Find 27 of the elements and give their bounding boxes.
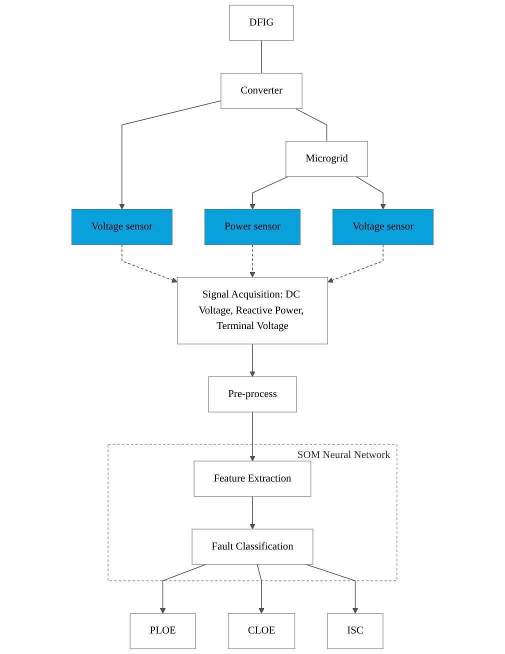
arrow bbox=[250, 176, 289, 210]
node-box: Voltage sensor bbox=[332, 208, 434, 245]
node-box: ISC bbox=[327, 613, 384, 650]
arrow bbox=[327, 244, 384, 283]
arrow bbox=[250, 412, 256, 462]
node-box: DFIG bbox=[229, 4, 294, 41]
node-box: Voltage sensor bbox=[71, 208, 172, 245]
connector bbox=[261, 40, 262, 74]
arrow bbox=[305, 564, 358, 614]
arrow bbox=[122, 244, 178, 283]
arrow bbox=[160, 564, 206, 614]
arrow bbox=[250, 244, 256, 278]
node-box: Microgrid bbox=[286, 140, 368, 177]
arrow bbox=[256, 564, 264, 614]
arrow bbox=[250, 344, 256, 377]
arrow bbox=[356, 176, 386, 210]
node-box: Feature Extraction bbox=[194, 460, 312, 497]
node-box: PLOE bbox=[130, 613, 196, 650]
arrow bbox=[119, 100, 222, 210]
node-box: Converter bbox=[220, 72, 302, 109]
connector bbox=[295, 108, 328, 142]
node-box: Power sensor bbox=[204, 208, 300, 245]
node-box: Signal Acquisition: DC Voltage, Reactive Power, Terminal Voltage bbox=[176, 276, 328, 344]
arrow bbox=[250, 496, 256, 530]
node-box: Pre-process bbox=[208, 376, 297, 412]
node-box: Fault Classification bbox=[192, 528, 314, 565]
node-box: CLOE bbox=[228, 613, 296, 650]
